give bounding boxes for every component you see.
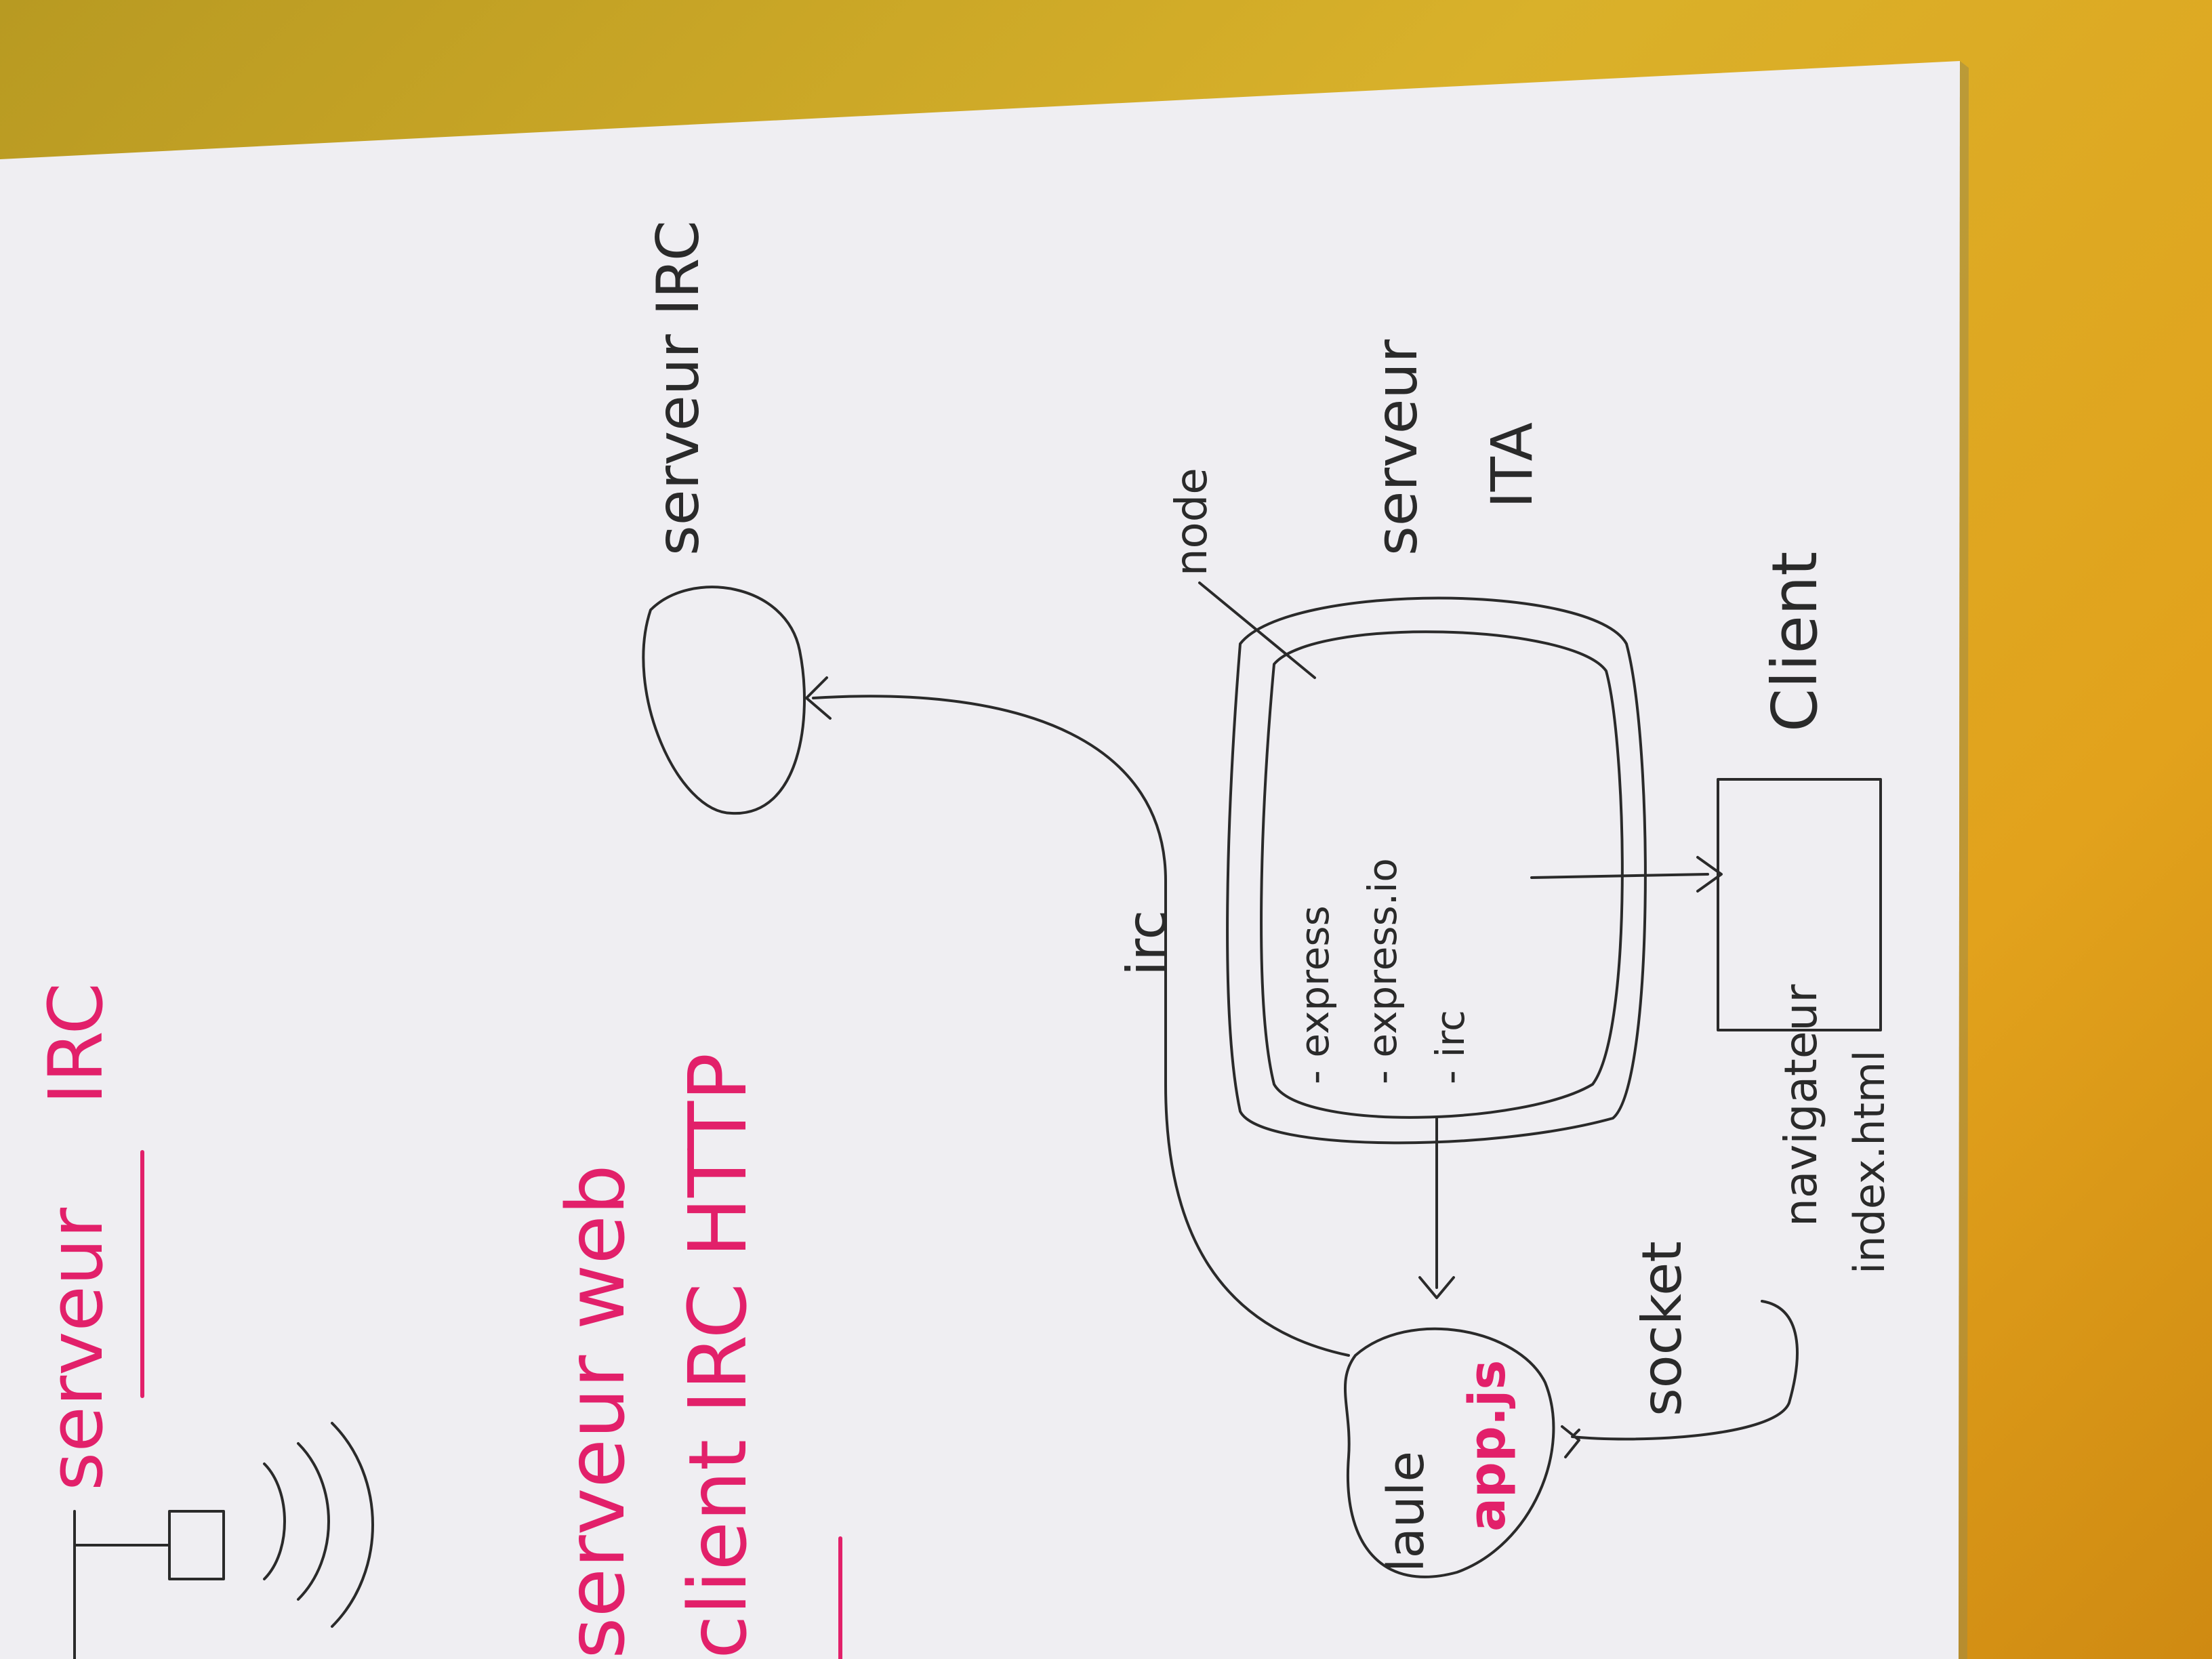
appjs-node [1343, 1327, 1555, 1578]
note-irc: IRC [33, 983, 119, 1105]
serveur-ita-label-1: serveur [1364, 339, 1430, 556]
module-irc: - irc [1427, 1010, 1473, 1084]
appjs-label: app.js [1458, 1360, 1517, 1532]
module-express-io: - express.io [1359, 858, 1406, 1084]
ita-to-client-arrowhead [1696, 856, 1723, 893]
note-serveur-web: serveur web [549, 1164, 642, 1659]
socket-edge-arrowhead [1561, 1425, 1580, 1458]
paper-shadow [1959, 61, 1969, 1659]
index-html-label: index.html [1845, 1050, 1894, 1274]
irc-edge [812, 695, 1350, 1357]
socket-edge [1571, 1300, 1799, 1441]
node-pointer-line [1198, 581, 1316, 679]
serveur-irc-label: serveur IRC [644, 220, 712, 556]
ita-to-appjs-arrowhead [1418, 1276, 1455, 1299]
paper-sheet [0, 61, 1960, 1659]
note-serveur: serveur [33, 1207, 119, 1491]
socket-label: socket [1631, 1241, 1694, 1416]
module-express: - express [1292, 905, 1338, 1084]
laule-label: laule [1377, 1451, 1435, 1572]
navigateur-label: navigateur [1775, 984, 1827, 1227]
signal-doodle [73, 1422, 374, 1659]
node-label: node [1167, 468, 1217, 576]
serveur-ita-label-2: ITA [1479, 422, 1545, 508]
serveur-irc-node [642, 586, 806, 815]
irc-edge-label: irc [1115, 910, 1179, 976]
client-box [1717, 778, 1882, 1031]
serveur-ita-inner [1260, 630, 1624, 1119]
serveur-ita-outer [1226, 596, 1647, 1145]
note-client-irc-http: client IRC HTTP [671, 1053, 764, 1659]
irc-edge-arrowhead [805, 676, 832, 720]
client-label: Client [1759, 552, 1831, 732]
ita-to-client-edge [1530, 873, 1709, 879]
